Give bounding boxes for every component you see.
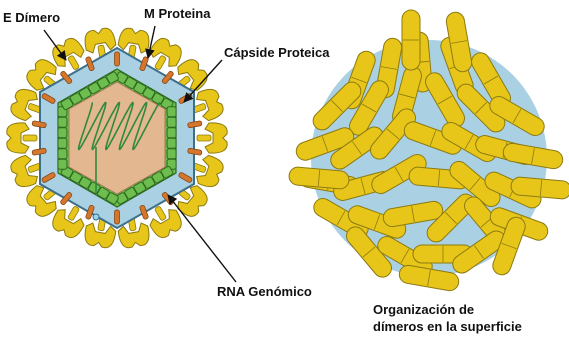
- capsid-subunit: [167, 117, 176, 127]
- label-rna: RNA Genómico: [217, 284, 312, 299]
- capsid-subunit: [167, 149, 176, 159]
- e-dimer-spike: [7, 123, 37, 153]
- label-capsid: Cápside Proteica: [224, 45, 330, 60]
- label-m-protein: M Proteina: [144, 6, 210, 21]
- label-e-dimer: E Dímero: [3, 10, 60, 25]
- rna-end-dot: [93, 214, 99, 220]
- capsid-subunit: [58, 149, 67, 159]
- m-protein: [115, 210, 120, 224]
- capsid-subunit: [167, 138, 176, 148]
- virus-surface-view: [288, 10, 569, 292]
- capsid-subunit: [58, 128, 67, 138]
- capsid-subunit: [58, 159, 67, 169]
- virus-cross-section: [7, 27, 227, 249]
- capsid-subunit: [167, 107, 176, 117]
- surface-dimer: [402, 10, 420, 70]
- capsid-subunit: [167, 128, 176, 138]
- e-dimer-spike: [197, 123, 227, 153]
- capsid-subunit: [58, 138, 67, 148]
- label-surface-line2: dímeros en la superficie: [373, 319, 522, 334]
- arrow-rna: [168, 195, 236, 282]
- m-protein: [115, 52, 120, 66]
- capsid-subunit: [58, 117, 67, 127]
- label-surface-line1: Organización de: [373, 302, 474, 317]
